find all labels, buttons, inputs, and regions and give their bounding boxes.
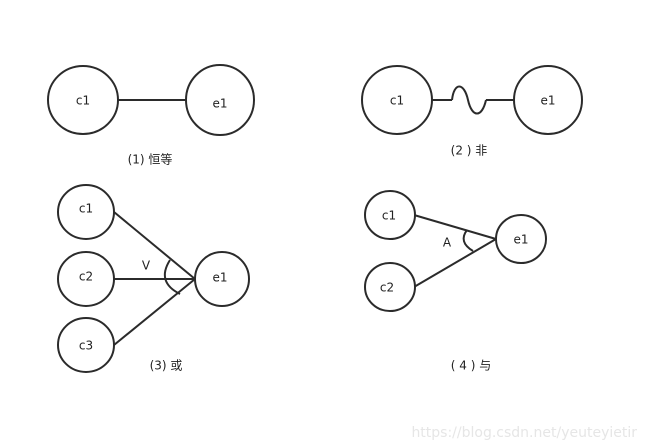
and-caption: ( 4 ) 与 <box>451 359 491 373</box>
or-caption: (3) 或 <box>150 359 183 373</box>
or-effect-label: e1 <box>212 271 227 285</box>
and-cause-node-1 <box>364 190 416 240</box>
or-cause-node-2 <box>57 251 115 307</box>
and-cause-label-2: c2 <box>380 281 394 295</box>
or-edge-c1 <box>113 211 196 280</box>
and-cause-node-2 <box>364 262 416 312</box>
not-effect-node <box>513 65 583 135</box>
not-cause-label: c1 <box>390 94 404 108</box>
and-operator-label: A <box>443 236 452 250</box>
or-cause-label-3: c3 <box>79 339 93 353</box>
or-cause-node-1 <box>57 184 115 240</box>
not-caption: (2 ) 非 <box>451 144 488 158</box>
or-effect-node <box>194 251 250 307</box>
and-effect-label: e1 <box>513 233 528 247</box>
and-edge-c1 <box>413 214 497 240</box>
not-negation-wave <box>451 85 487 115</box>
and-cause-label-1: c1 <box>382 209 396 223</box>
and-operator-arc <box>462 229 474 252</box>
identity-diagram: c1 e1 (1) 恒等 <box>47 64 255 167</box>
identity-effect-label: e1 <box>212 97 227 111</box>
or-diagram: c1 c2 c3 e1 V (3) 或 <box>57 184 250 373</box>
not-effect-label: e1 <box>540 94 555 108</box>
not-cause-node <box>361 65 433 135</box>
not-diagram: c1 e1 (2 ) 非 <box>361 65 583 158</box>
or-operator-label: V <box>142 259 151 273</box>
and-edge-c2 <box>413 238 497 288</box>
or-edge-c3 <box>113 278 196 346</box>
or-operator-arc <box>163 259 181 295</box>
and-diagram: c1 c2 e1 A ( 4 ) 与 <box>364 190 547 373</box>
identity-effect-node <box>185 64 255 136</box>
identity-cause-label: c1 <box>76 94 90 108</box>
or-cause-label-1: c1 <box>79 202 93 216</box>
and-effect-node <box>495 214 547 264</box>
identity-caption: (1) 恒等 <box>128 153 173 167</box>
watermark-url: https://blog.csdn.net/yeuteyietir <box>411 425 637 441</box>
or-cause-label-2: c2 <box>79 270 93 284</box>
or-cause-node-3 <box>57 317 115 373</box>
identity-cause-node <box>47 65 119 135</box>
